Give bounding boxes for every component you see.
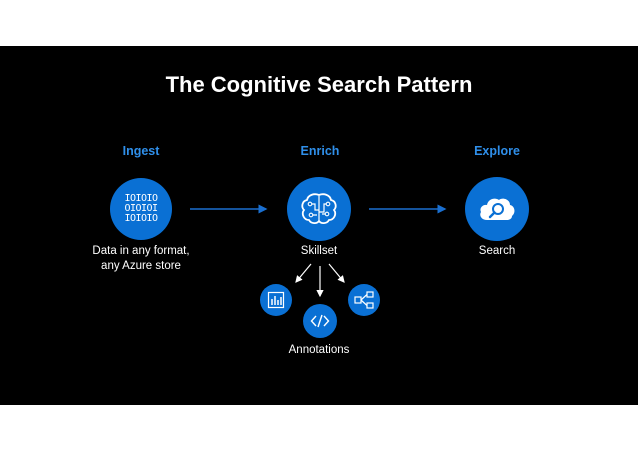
data-node-label: Data in any format, any Azure store xyxy=(92,244,189,274)
slide-title: The Cognitive Search Pattern xyxy=(165,72,473,97)
arrow-to-flow xyxy=(328,263,345,283)
data-node: IOIOIO OIOIOI IOIOIO xyxy=(110,178,172,240)
flow-diagram-icon xyxy=(354,291,374,309)
slide: The Cognitive Search Pattern Ingest Enri… xyxy=(0,46,638,405)
binary-line-2: OIOIOI xyxy=(124,203,158,214)
stage-enrich-label: Enrich xyxy=(300,144,340,158)
annotation-code-node xyxy=(303,304,337,338)
skillset-label: Skillset xyxy=(300,245,338,257)
binary-line-3: IOIOIO xyxy=(124,213,158,224)
data-label-line-2: any Azure store xyxy=(101,260,181,272)
annotations-label: Annotations xyxy=(288,344,350,356)
annotation-chart-node xyxy=(260,284,292,316)
cloud-search-icon xyxy=(480,198,515,220)
skillset-node xyxy=(287,177,351,241)
search-node xyxy=(465,177,529,241)
search-label: Search xyxy=(478,245,516,257)
binary-line-1: IOIOIO xyxy=(124,193,158,204)
data-label-line-1: Data in any format, xyxy=(92,245,190,257)
stage-ingest-label: Ingest xyxy=(122,144,160,158)
annotation-flow-node xyxy=(348,284,380,316)
stage-explore-label: Explore xyxy=(474,144,520,158)
brain-circuit-icon xyxy=(301,193,337,225)
code-icon xyxy=(310,314,330,328)
connectors xyxy=(190,204,447,298)
binary-data-icon: IOIOIO OIOIOI IOIOIO xyxy=(124,193,158,224)
bar-chart-icon xyxy=(267,291,285,309)
arrow-to-chart xyxy=(295,263,312,283)
